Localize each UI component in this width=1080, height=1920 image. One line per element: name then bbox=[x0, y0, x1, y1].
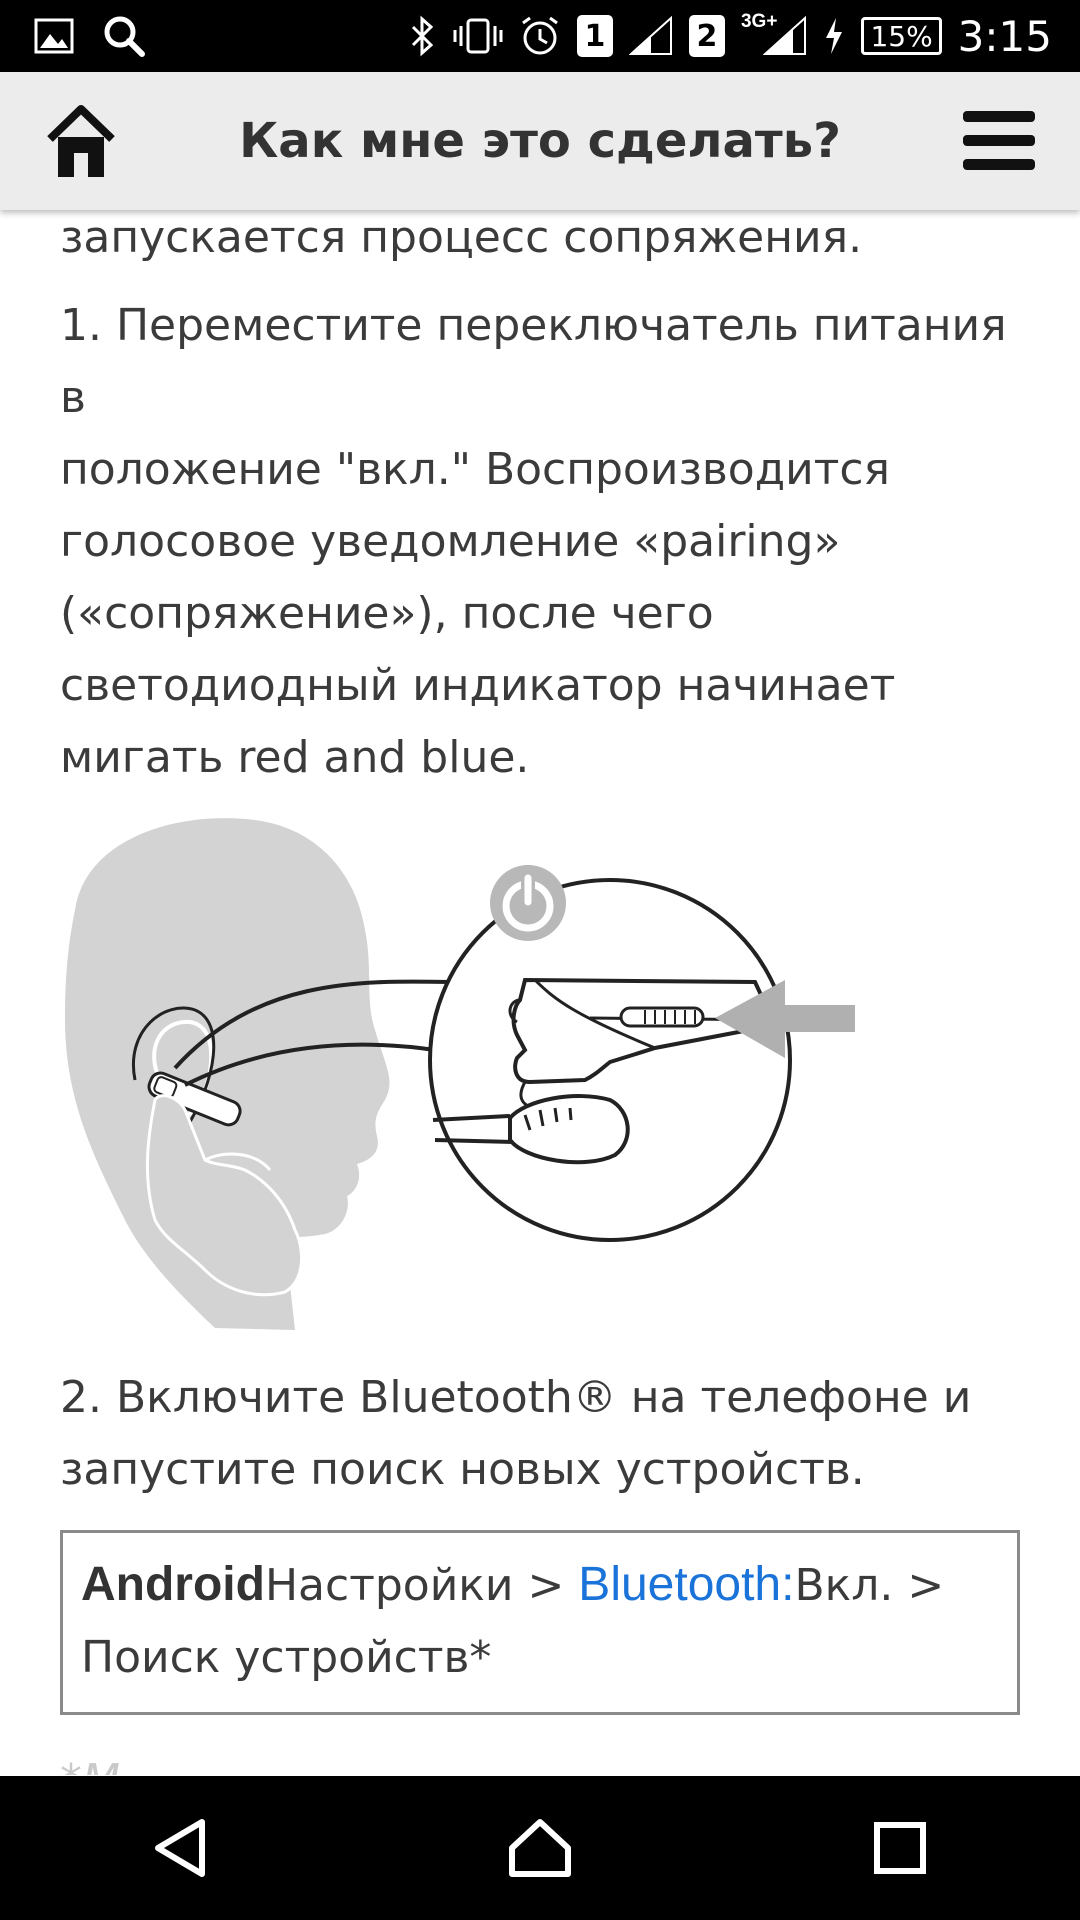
back-triangle-icon bbox=[155, 1819, 205, 1877]
headset-pairing-illustration bbox=[65, 818, 855, 1330]
step1-line: («сопряжение»), после чего bbox=[60, 588, 714, 639]
sim2-badge: 2 bbox=[688, 15, 725, 57]
search-icon bbox=[104, 16, 145, 57]
clock: 3:15 bbox=[957, 11, 1052, 61]
home-button[interactable] bbox=[26, 86, 136, 196]
signal-icon bbox=[628, 16, 672, 55]
step1-text: 1. Переместите переключатель питания в п… bbox=[60, 290, 1020, 794]
platform-label: Android bbox=[81, 1558, 265, 1611]
alarm-icon bbox=[522, 16, 558, 55]
system-nav-bar bbox=[0, 1776, 1080, 1920]
step2-text: 2. Включите Bluetooth® на телефоне и зап… bbox=[60, 1362, 1020, 1506]
step2-line: 2. Включите Bluetooth® на телефоне и bbox=[60, 1372, 972, 1423]
cut-off-footnote: *М bbox=[60, 1755, 120, 1775]
settings-path-box: AndroidНастройки > Bluetooth:Вкл. > Поис… bbox=[60, 1530, 1020, 1715]
recents-square-icon bbox=[874, 1822, 926, 1874]
step1-line: положение "вкл." Воспроизводится bbox=[60, 444, 891, 495]
settings-path-mid: Вкл. > bbox=[794, 1560, 945, 1611]
settings-path-start: Настройки > bbox=[264, 1560, 579, 1611]
step1-line: светодиодный индикатор начинает bbox=[60, 660, 896, 711]
gallery-icon bbox=[34, 18, 74, 54]
charging-icon bbox=[826, 18, 843, 54]
home-outline-icon bbox=[509, 1819, 571, 1877]
step1-line: голосовое уведомление «pairing» bbox=[60, 516, 841, 567]
step1-line: мигать red and blue. bbox=[60, 732, 530, 783]
back-button[interactable] bbox=[120, 1788, 240, 1908]
app-header: Как мне это сделать? bbox=[0, 72, 1080, 210]
page-title: Как мне это сделать? bbox=[239, 113, 841, 169]
step1-line: 1. Переместите переключатель питания в bbox=[60, 300, 1007, 423]
settings-path-end: Поиск устройств* bbox=[81, 1632, 492, 1683]
head-silhouette bbox=[65, 818, 390, 1330]
article-content: запускается процесс сопряжения. 1. Перем… bbox=[0, 210, 1080, 1775]
battery-indicator: 15% bbox=[861, 17, 942, 55]
recents-button[interactable] bbox=[840, 1788, 960, 1908]
intro-tail-text: запускается процесс сопряжения. bbox=[60, 212, 863, 263]
home-icon bbox=[47, 105, 115, 177]
menu-button[interactable] bbox=[944, 86, 1054, 196]
home-nav-button[interactable] bbox=[480, 1788, 600, 1908]
status-bar: 1 2 3G+ 15% 3:15 bbox=[0, 0, 1080, 72]
step2-line: запустите поиск новых устройств. bbox=[60, 1444, 865, 1495]
hamburger-menu-icon bbox=[963, 111, 1035, 170]
bluetooth-link[interactable]: Bluetooth: bbox=[578, 1558, 795, 1611]
bluetooth-icon bbox=[411, 15, 434, 57]
network-type: 3G+ bbox=[740, 11, 778, 32]
vibrate-icon bbox=[453, 18, 503, 54]
sim1-badge: 1 bbox=[576, 15, 613, 57]
signal-icon bbox=[763, 16, 807, 55]
